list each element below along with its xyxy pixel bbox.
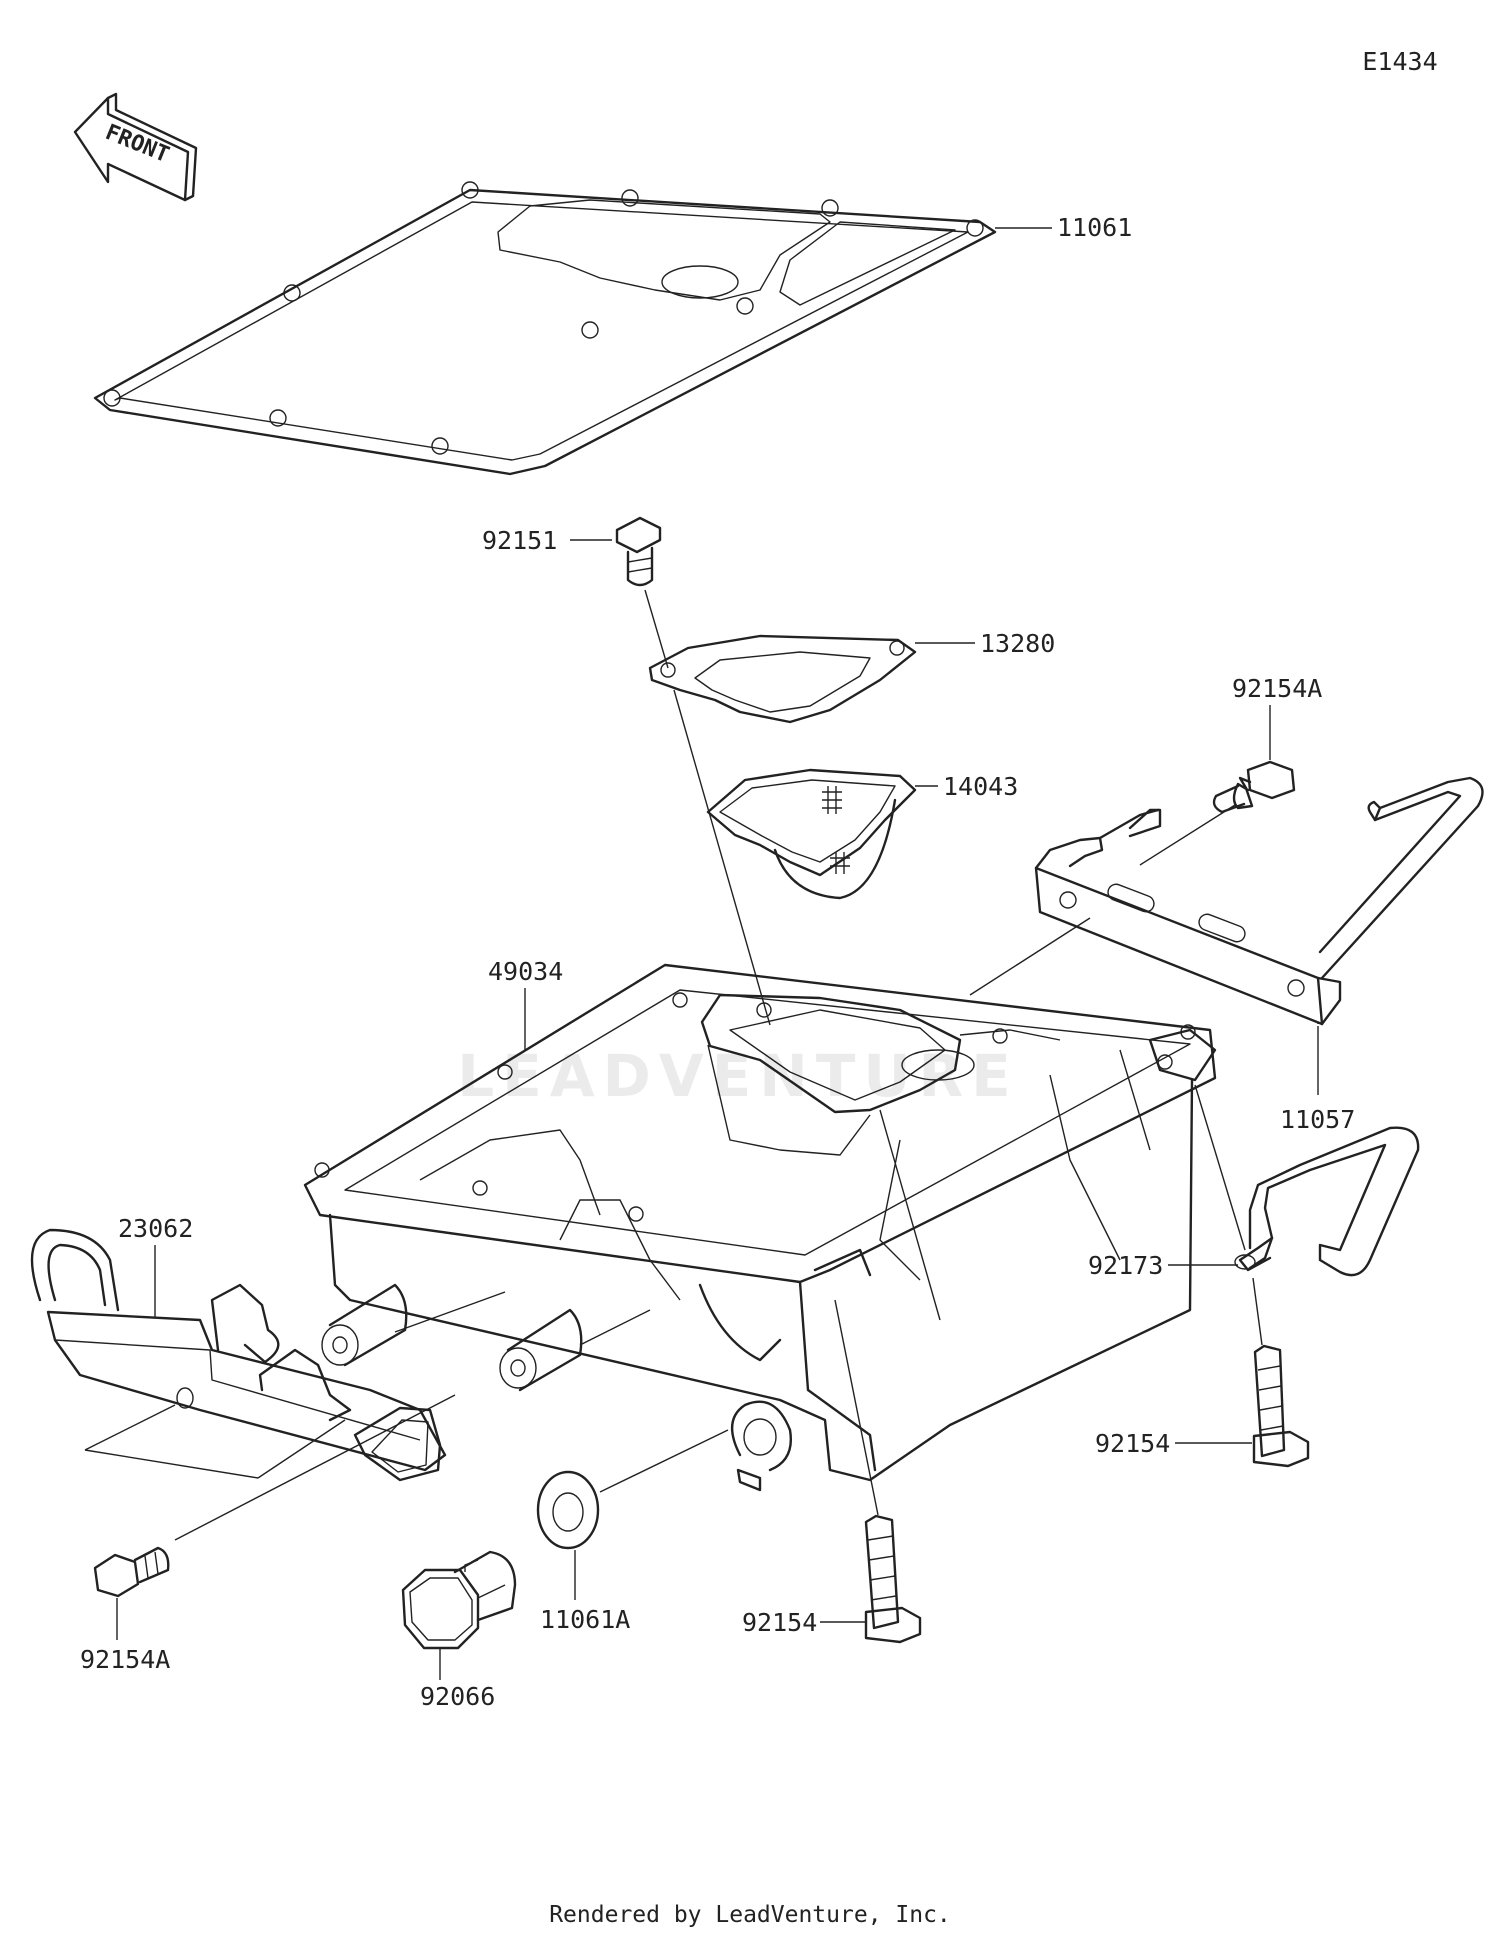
label-92151: 92151: [482, 526, 557, 555]
label-49034: 49034: [488, 957, 563, 986]
strainer-plate: [648, 634, 917, 724]
drain-plug: [401, 1550, 517, 1650]
watermark: LEADVENTURE: [457, 1042, 1019, 1110]
label-92173: 92173: [1088, 1251, 1163, 1280]
oil-pan-gasket: [93, 181, 997, 476]
label-92066: 92066: [420, 1682, 495, 1711]
leader-lines: [116, 227, 1319, 1680]
label-11061a: 11061A: [540, 1605, 630, 1634]
oil-strainer: [706, 768, 917, 900]
pan-bolt-right: [1252, 1344, 1310, 1468]
diagram-code: E1434: [1362, 47, 1437, 76]
mesh-icon: [822, 786, 850, 874]
part-labels: 11061 92151 13280 14043 92154A 11057 490…: [80, 213, 1355, 1711]
footer-credit: Rendered by LeadVenture, Inc.: [549, 1902, 951, 1928]
label-92154a-top: 92154A: [1232, 674, 1322, 703]
label-23062: 23062: [118, 1214, 193, 1243]
assembly-lines: [84, 589, 1263, 1541]
label-14043: 14043: [943, 772, 1018, 801]
label-92154a-left: 92154A: [80, 1645, 170, 1674]
drain-gasket: [536, 1470, 600, 1550]
label-92154-bottom: 92154: [742, 1608, 817, 1637]
mounting-bosses: [321, 1283, 583, 1392]
label-92154-right: 92154: [1095, 1429, 1170, 1458]
watermark-text: LEADVENTURE: [457, 1042, 1019, 1110]
label-11057: 11057: [1280, 1105, 1355, 1134]
bracket-bolt-top: [1212, 760, 1296, 814]
bracket: [1034, 776, 1484, 1026]
strainer-bolt: [615, 516, 662, 587]
label-11061: 11061: [1057, 213, 1132, 242]
label-13280: 13280: [980, 629, 1055, 658]
front-arrow-icon: FRONT: [73, 92, 198, 202]
pan-bolt-bottom: [864, 1514, 922, 1644]
bracket-bolt-left: [93, 1546, 170, 1598]
clamp: [1234, 1126, 1420, 1277]
hose-bracket: [30, 1228, 447, 1482]
